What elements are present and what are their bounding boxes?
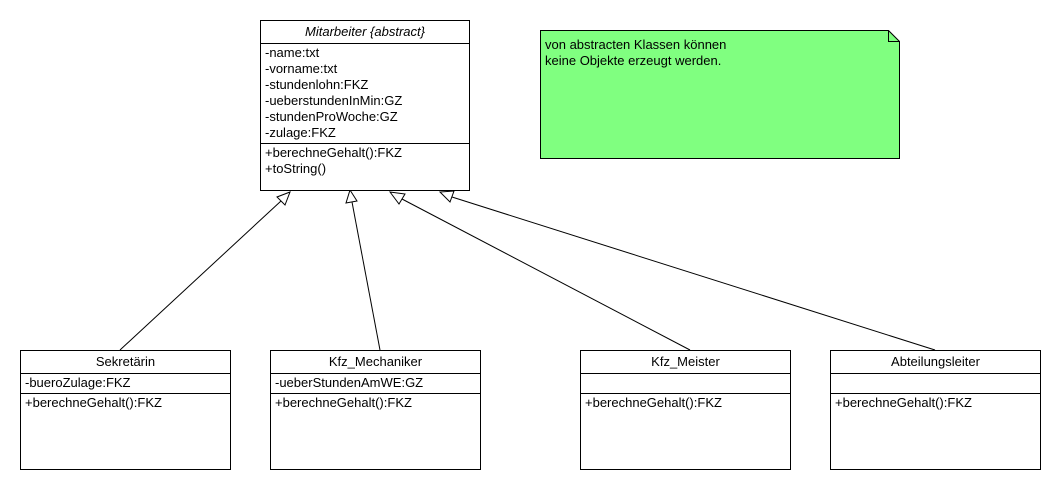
method: +toString()	[265, 161, 327, 176]
note[interactable]: von abstracten Klassen können keine Obje…	[540, 30, 900, 159]
arrowhead-sekretaerin	[276, 191, 291, 206]
class-title: Sekretärin	[21, 351, 230, 374]
note-line: keine Objekte erzeugt werden.	[545, 53, 722, 68]
methods-section: +berechneGehalt():FKZ +toString()	[261, 144, 469, 179]
attributes-section: -ueberStundenAmWE:GZ	[271, 374, 480, 394]
method: +berechneGehalt():FKZ	[585, 395, 722, 410]
arrowhead-kfz-mechaniker	[345, 188, 358, 204]
attributes-section: -name:txt -vorname:txt -stundenlohn:FKZ …	[261, 44, 469, 144]
attributes-section: -bueroZulage:FKZ	[21, 374, 230, 394]
generalization-abteilungsleiter	[451, 196, 936, 351]
note-line: von abstracten Klassen können	[545, 37, 727, 52]
class-abteilungsleiter[interactable]: Abteilungsleiter +berechneGehalt():FKZ	[830, 350, 1041, 470]
class-title: Abteilungsleiter	[831, 351, 1040, 374]
attribute-empty	[585, 375, 786, 391]
attribute: -name:txt	[265, 45, 320, 60]
attribute: -stundenProWoche:GZ	[265, 109, 398, 124]
method: +berechneGehalt():FKZ	[835, 395, 972, 410]
note-shape	[540, 30, 900, 159]
methods-section: +berechneGehalt():FKZ	[581, 394, 790, 413]
methods-section: +berechneGehalt():FKZ	[831, 394, 1040, 413]
class-title: Kfz_Mechaniker	[271, 351, 480, 374]
generalization-sekretaerin	[119, 200, 282, 351]
method: +berechneGehalt():FKZ	[275, 395, 412, 410]
class-sekretaerin[interactable]: Sekretärin -bueroZulage:FKZ +berechneGeh…	[20, 350, 231, 470]
attribute: -zulage:FKZ	[265, 125, 336, 140]
attribute: -stundenlohn:FKZ	[265, 77, 369, 92]
class-title: Kfz_Meister	[581, 351, 790, 374]
attribute: -bueroZulage:FKZ	[25, 375, 131, 390]
attribute-empty	[835, 375, 1036, 391]
methods-section: +berechneGehalt():FKZ	[21, 394, 230, 413]
generalization-kfz-mechaniker	[351, 201, 381, 351]
class-mitarbeiter[interactable]: Mitarbeiter {abstract} -name:txt -vornam…	[260, 20, 470, 191]
attribute: -vorname:txt	[265, 61, 338, 76]
class-kfz-mechaniker[interactable]: Kfz_Mechaniker -ueberStundenAmWE:GZ +ber…	[270, 350, 481, 470]
attributes-section	[581, 374, 790, 394]
attribute: -ueberstundenInMin:GZ	[265, 93, 403, 108]
note-text: von abstracten Klassen können keine Obje…	[545, 37, 726, 69]
method: +berechneGehalt():FKZ	[265, 145, 402, 160]
attributes-section	[831, 374, 1040, 394]
arrowhead-abteilungsleiter	[438, 190, 455, 203]
generalization-kfz-meister	[401, 198, 691, 351]
method: +berechneGehalt():FKZ	[25, 395, 162, 410]
arrowhead-kfz-meister	[388, 191, 406, 205]
class-kfz-meister[interactable]: Kfz_Meister +berechneGehalt():FKZ	[580, 350, 791, 470]
class-title: Mitarbeiter {abstract}	[261, 21, 469, 44]
methods-section: +berechneGehalt():FKZ	[271, 394, 480, 413]
attribute: -ueberStundenAmWE:GZ	[275, 375, 424, 390]
